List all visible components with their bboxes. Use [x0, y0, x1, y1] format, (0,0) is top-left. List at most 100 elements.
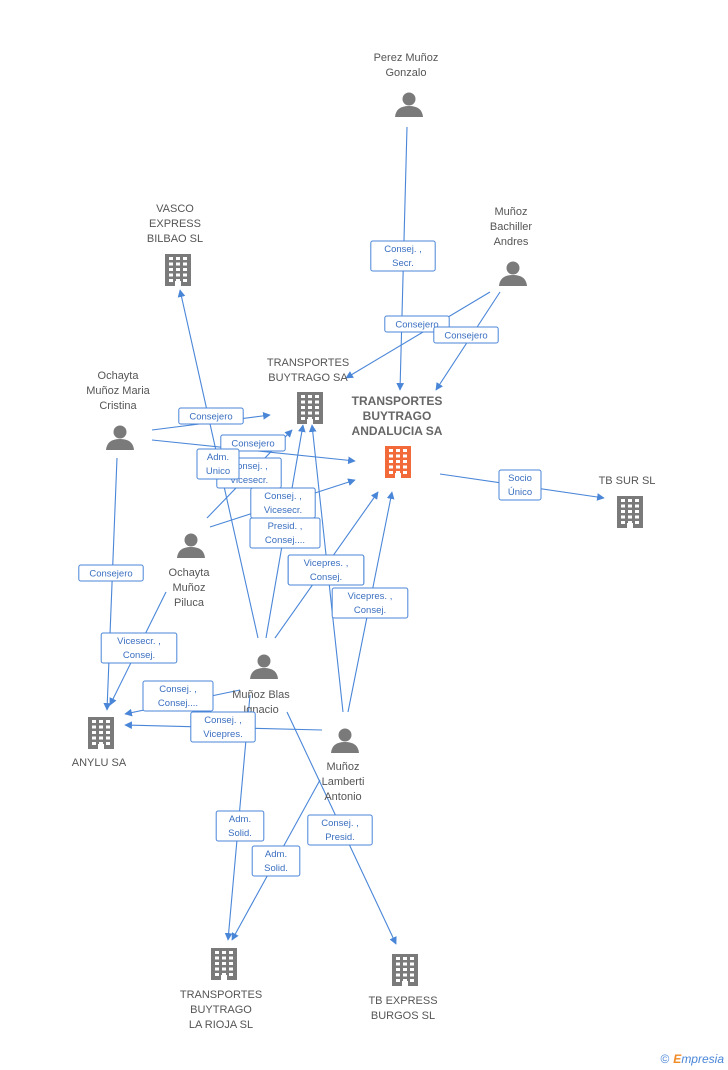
- edge-line-munoz-bachiller-andres-to-transportes-buytrago: [345, 291, 491, 379]
- node-label-line: Andres: [494, 236, 529, 248]
- edge-label-munoz-lamberti-antonio-to-transportes-buytrago-andalucia[interactable]: Vicepres. , Consej.: [331, 587, 409, 619]
- node-label-line: Muñoz: [172, 582, 205, 594]
- edge-label-munoz-blas-ignacio-to-tb-express-burgos[interactable]: Consej. ,Presid.: [307, 814, 373, 846]
- brand-logo-text: mpresia: [681, 1052, 724, 1066]
- node-label-line: Cristina: [99, 400, 137, 412]
- edge-label-text: Adm.: [207, 452, 229, 463]
- edge-label-munoz-bachiller-andres-to-transportes-buytrago[interactable]: Consejero: [384, 315, 450, 333]
- edge-label-munoz-bachiller-andres-to-transportes-buytrago-andalucia[interactable]: Consejero: [433, 326, 499, 344]
- edge-label-munoz-blas-ignacio-to-anylu[interactable]: Consej. , Consej....: [142, 680, 214, 712]
- person-icon: [331, 728, 359, 753]
- edge-label-text: Consej.: [310, 572, 342, 583]
- node-label-line: Ochayta: [169, 567, 211, 579]
- edge-label-box: [331, 587, 409, 619]
- edge-label-munoz-blas-ignacio-to-transportes-buytrago[interactable]: Presid. , Consej....: [249, 517, 321, 549]
- edge-label-ochayta-munoz-piluca-to-transportes-buytrago-andalucia[interactable]: Consej. , Vicesecr.: [250, 487, 316, 519]
- edge-label-box: [307, 814, 373, 846]
- edge-label-box: [142, 680, 214, 712]
- edge-label-ochayta-munoz-maria-cristina-to-transportes-buytrago-andalucia[interactable]: Consejero: [220, 434, 286, 452]
- node-vasco-express[interactable]: VASCO EXPRESS BILBAO SL: [147, 203, 203, 286]
- edge-label-text: Consej.: [123, 650, 155, 661]
- node-tb-express-burgos[interactable]: TB EXPRESS BURGOS SL: [368, 954, 438, 1022]
- person-icon: [395, 92, 423, 117]
- edge-label-box: [287, 554, 365, 586]
- edge-label-text: Consejero: [189, 412, 232, 423]
- node-label-line: BUYTRAGO: [190, 1004, 252, 1016]
- edge-label-text: Consej. ,: [204, 715, 242, 726]
- node-label-line: VASCO: [156, 203, 194, 215]
- building-icon: [165, 254, 191, 286]
- edge-label-text: Consejero: [395, 320, 438, 331]
- edge-label-text: Secr.: [392, 258, 414, 269]
- building-icon: [88, 717, 114, 749]
- edge-label-text: Presid. ,: [268, 521, 303, 532]
- node-anylu[interactable]: ANYLU SA: [72, 717, 127, 769]
- edge-label-ochayta-munoz-maria-cristina-to-transportes-buytrago[interactable]: Consejero: [178, 407, 244, 425]
- edge-label-text: Solid.: [228, 828, 252, 839]
- node-label-line: TB EXPRESS: [368, 995, 437, 1007]
- edge-label-box: [220, 434, 286, 452]
- node-label-line: Lamberti: [322, 776, 365, 788]
- node-label-line: Bachiller: [490, 221, 533, 233]
- building-icon: [211, 948, 237, 980]
- edge-label-text: Socio: [508, 473, 532, 484]
- edge-label-perez-munoz-gonzalo-to-transportes-buytrago-andalucia[interactable]: Consej. ,Secr.: [370, 240, 436, 272]
- edge-label-munoz-lamberti-antonio-to-transportes-buytrago-rioja[interactable]: Adm.Solid.: [251, 845, 301, 877]
- brand-footer[interactable]: ©Empresia: [660, 1052, 724, 1066]
- edge-label-text: Vicepres.: [203, 729, 242, 740]
- building-icon: [297, 392, 323, 424]
- edge-label-text: Consej....: [265, 535, 305, 546]
- edge-label-text: Consej. ,: [264, 491, 302, 502]
- edge-label-ochayta-munoz-maria-cristina-to-anylu[interactable]: Consejero: [78, 564, 144, 582]
- node-transportes-buytrago[interactable]: TRANSPORTES BUYTRAGO SA: [267, 357, 349, 424]
- edge-label-munoz-blas-ignacio-to-vasco-express[interactable]: Adm.Unico: [196, 448, 240, 480]
- edge-label-text: Consej. ,: [321, 818, 359, 829]
- edge-label-text: Consejero: [89, 569, 132, 580]
- edge-label-munoz-blas-ignacio-to-transportes-buytrago-rioja[interactable]: Adm. Solid.: [215, 810, 265, 842]
- edge-label-text: Vicesecr.: [264, 505, 302, 516]
- edge-label-box: [100, 632, 178, 664]
- node-label-line: BUYTRAGO SA: [268, 372, 348, 384]
- edge-label-box: [249, 517, 321, 549]
- edge-label-text: Solid.: [264, 863, 288, 874]
- edge-label-ochayta-munoz-piluca-to-anylu[interactable]: Vicesecr. ,Consej.: [100, 632, 178, 664]
- node-label-line: EXPRESS: [149, 218, 201, 230]
- edge-label-text: Consej. ,: [159, 684, 197, 695]
- edge-label-box: [178, 407, 244, 425]
- edge-label-box: [251, 845, 301, 877]
- edge-label-text: Consej.: [354, 605, 386, 616]
- edge-label-text: Vicepres. ,: [304, 558, 349, 569]
- edge-label-munoz-lamberti-antonio-to-transportes-buytrago[interactable]: Vicepres. , Consej.: [287, 554, 365, 586]
- node-tb-sur[interactable]: TB SUR SL: [599, 475, 656, 528]
- edge-label-text: Consej....: [158, 698, 198, 709]
- edge-label-munoz-lamberti-antonio-to-anylu[interactable]: Consej. , Vicepres.: [190, 711, 256, 743]
- copyright-symbol: ©: [660, 1052, 670, 1066]
- edge-line-ochayta-munoz-maria-cristina-to-anylu: [103, 457, 118, 711]
- node-label-line: TRANSPORTES: [267, 357, 349, 369]
- edge-label-text: Único: [508, 487, 532, 498]
- edge-labels: Consej. ,Secr.ConsejeroConsejeroConsejer…: [78, 240, 542, 877]
- edge-label-box: [190, 711, 256, 743]
- node-label-line: BURGOS SL: [371, 1010, 435, 1022]
- edge-label-text: Vicepres. ,: [348, 591, 393, 602]
- node-label-line: BILBAO SL: [147, 233, 203, 245]
- edge-label-text: Vicesecr.: [230, 475, 268, 486]
- node-label-line: Muñoz Maria: [86, 385, 150, 397]
- node-label-line: Muñoz: [326, 761, 359, 773]
- person-icon: [250, 654, 278, 679]
- building-icon: [392, 954, 418, 986]
- node-label-line: BUYTRAGO: [363, 409, 432, 423]
- edge-label-text: Adm.: [229, 814, 251, 825]
- edge-label-box: [215, 810, 265, 842]
